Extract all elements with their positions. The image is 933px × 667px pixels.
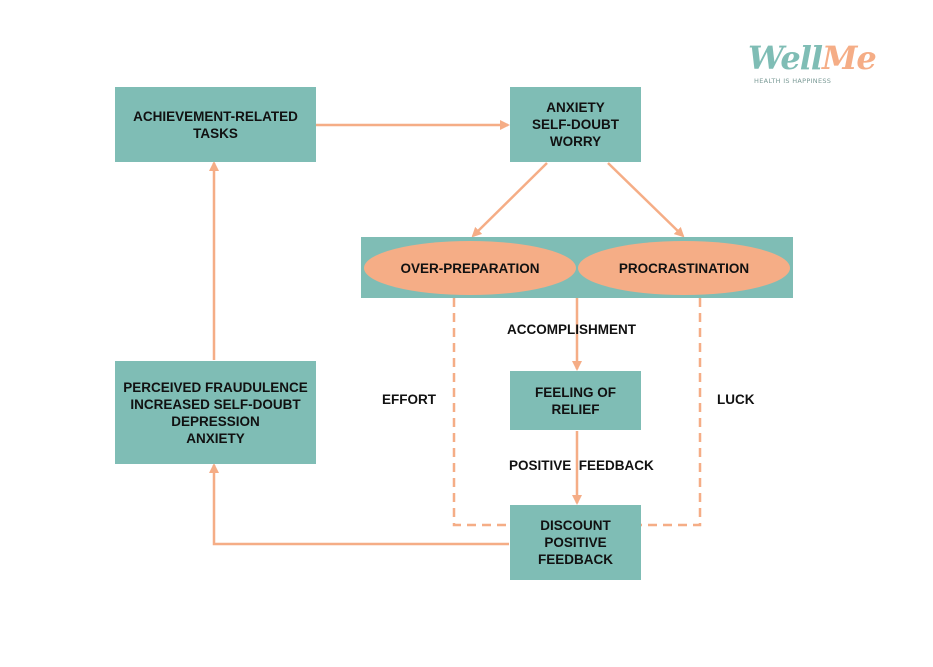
label-luck: LUCK bbox=[717, 392, 755, 407]
node-feeling-of-relief: FEELING OF RELIEF bbox=[510, 371, 641, 430]
node-fraudulence-line-4: ANXIETY bbox=[186, 430, 245, 446]
node-over-preparation-label: OVER-PREPARATION bbox=[400, 260, 540, 276]
arrow-anxiety-to-over-preparation bbox=[471, 162, 548, 238]
label-effort: EFFORT bbox=[382, 392, 436, 407]
node-relief-line-2: RELIEF bbox=[551, 401, 600, 417]
node-fraudulence-line-2: INCREASED SELF-DOUBT bbox=[130, 396, 301, 412]
label-accomplishment: ACCOMPLISHMENT bbox=[507, 322, 636, 337]
node-anxiety-line-2: SELF-DOUBT bbox=[532, 117, 619, 132]
node-discount-line-3: FEEDBACK bbox=[537, 552, 613, 567]
dashed-luck-path bbox=[641, 298, 702, 527]
node-achievement-line-2: TASKS bbox=[193, 125, 238, 141]
node-relief-line-1: FEELING OF bbox=[535, 384, 616, 400]
node-achievement-tasks: ACHIEVEMENT-RELATED TASKS bbox=[115, 87, 316, 162]
node-fraudulence-line-3: DEPRESSION bbox=[171, 413, 260, 429]
node-perceived-fraudulence: PERCEIVED FRAUDULENCE INCREASED SELF-DOU… bbox=[115, 361, 316, 464]
node-discount-positive-feedback: DISCOUNT POSITIVE FEEDBACK bbox=[510, 505, 641, 580]
node-over-preparation: OVER-PREPARATION bbox=[364, 241, 576, 295]
logo-wordmark: WellMe bbox=[748, 39, 877, 77]
node-anxiety-line-3: WORRY bbox=[549, 134, 602, 149]
node-anxiety-line-1: ANXIETY bbox=[546, 100, 605, 115]
arrow-anxiety-to-procrastination bbox=[607, 162, 685, 238]
node-achievement-line-1: ACHIEVEMENT-RELATED bbox=[133, 108, 298, 124]
arrow-discount-to-fraudulence bbox=[209, 463, 509, 546]
node-fraudulence-line-1: PERCEIVED FRAUDULENCE bbox=[123, 379, 308, 395]
node-anxiety: ANXIETY SELF-DOUBT WORRY bbox=[510, 87, 641, 162]
node-procrastination-label: PROCRASTINATION bbox=[618, 260, 750, 276]
wellme-logo: WellMe HEALTH IS HAPPINESS bbox=[748, 40, 888, 90]
dashed-effort-path bbox=[452, 298, 509, 527]
label-positive-feedback: POSITIVE FEEDBACK bbox=[509, 458, 654, 473]
node-procrastination: PROCRASTINATION bbox=[578, 241, 790, 295]
logo-tagline: HEALTH IS HAPPINESS bbox=[754, 77, 832, 85]
node-discount-line-2: POSITIVE bbox=[544, 535, 607, 550]
node-discount-line-1: DISCOUNT bbox=[540, 518, 611, 533]
